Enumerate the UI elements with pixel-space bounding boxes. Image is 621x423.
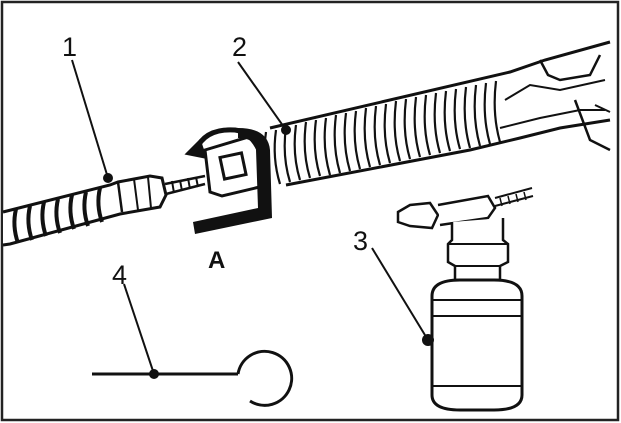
rivet-gun	[396, 187, 534, 412]
threaded-shaft	[203, 40, 611, 198]
drill	[2, 174, 206, 247]
callout-number-2: 2	[232, 32, 247, 62]
callout-number-4: 4	[112, 260, 127, 290]
leader-lines	[71, 59, 429, 375]
bracket-a	[193, 128, 272, 234]
wire-loop	[92, 349, 294, 407]
callout-number-3: 3	[353, 226, 368, 256]
callout-number-1: 1	[62, 32, 77, 62]
marker-label-a: A	[208, 247, 225, 274]
leader-dots	[103, 125, 434, 379]
